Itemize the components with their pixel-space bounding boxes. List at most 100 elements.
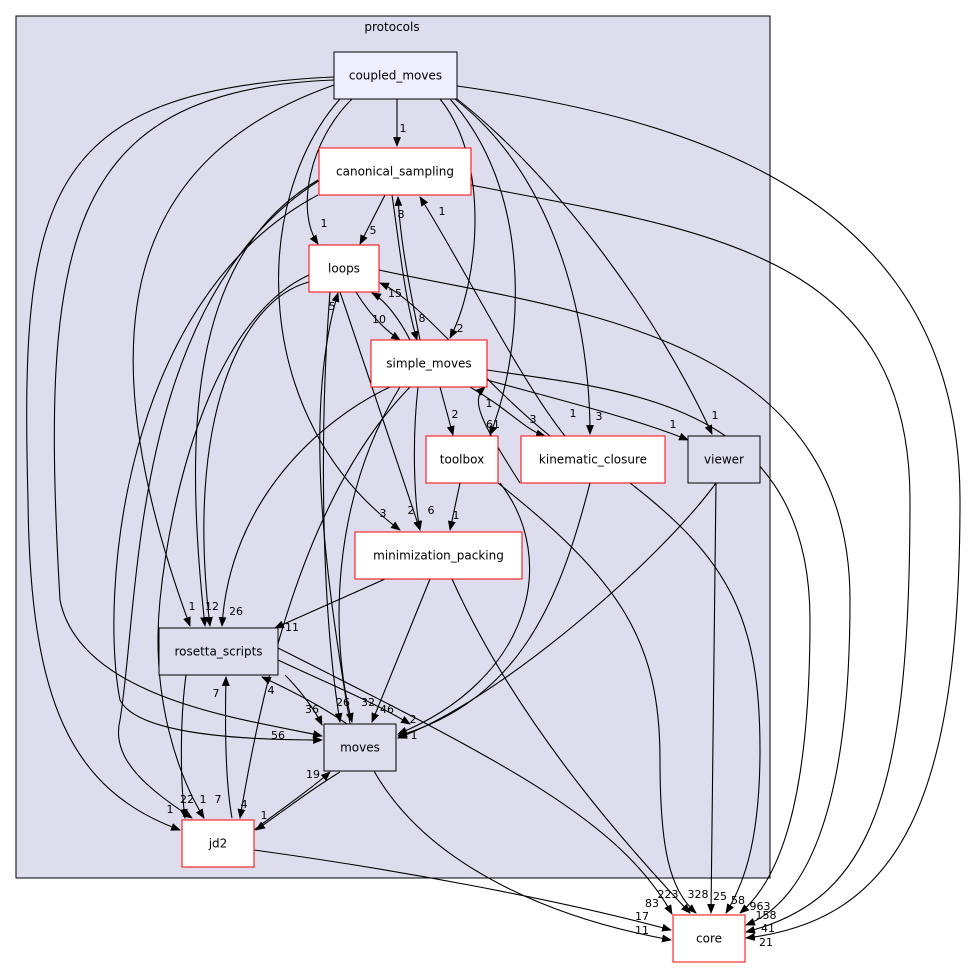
edge bbox=[53, 79, 335, 738]
edge-label[interactable]: 5 bbox=[370, 224, 377, 237]
edge bbox=[475, 386, 521, 484]
edge-label[interactable]: 83 bbox=[645, 897, 659, 910]
edge-label[interactable]: 58 bbox=[731, 894, 745, 907]
edge-label[interactable]: 4 bbox=[268, 684, 275, 697]
edge-label[interactable]: 2 bbox=[452, 408, 459, 421]
edge-label[interactable]: 1 bbox=[321, 217, 328, 230]
node-box[interactable] bbox=[308, 244, 380, 293]
edge-label[interactable]: 61 bbox=[486, 418, 500, 431]
edge-label[interactable]: 7 bbox=[213, 687, 220, 700]
edge bbox=[26, 76, 335, 831]
edge-label[interactable]: 11 bbox=[635, 924, 649, 937]
edge-label[interactable]: 1 bbox=[400, 122, 407, 135]
node-core[interactable]: core bbox=[672, 914, 746, 963]
edge-label[interactable]: 328 bbox=[688, 888, 709, 901]
node-label: viewer bbox=[704, 453, 744, 467]
edge-label[interactable]: 41 bbox=[761, 922, 775, 935]
edge-label[interactable]: 3 bbox=[530, 413, 537, 426]
edge-label[interactable]: 1 bbox=[486, 397, 493, 410]
edge-label[interactable]: 21 bbox=[759, 936, 773, 949]
edge-label[interactable]: 158 bbox=[756, 909, 777, 922]
edge bbox=[629, 482, 761, 914]
edge-label[interactable]: 6 bbox=[428, 504, 435, 517]
edge-label[interactable]: 26 bbox=[229, 605, 243, 618]
edge-label[interactable]: 32 bbox=[361, 696, 375, 709]
edge-label[interactable]: 10 bbox=[372, 313, 386, 326]
node-box[interactable] bbox=[672, 914, 746, 963]
edge-label[interactable]: 36 bbox=[305, 703, 319, 716]
node-label: kinematic_closure bbox=[539, 453, 647, 467]
edge-label[interactable]: 22 bbox=[180, 793, 194, 806]
node-box[interactable] bbox=[333, 51, 458, 100]
edge-label[interactable]: 1 bbox=[570, 407, 577, 420]
edge bbox=[707, 482, 717, 914]
edge-label[interactable]: 2 bbox=[457, 322, 464, 335]
edge-label[interactable]: 223 bbox=[658, 888, 679, 901]
edge-label[interactable]: 7 bbox=[215, 793, 222, 806]
edge-label[interactable]: 1 bbox=[261, 809, 268, 822]
node-label: coupled_moves bbox=[349, 69, 442, 83]
edge-label[interactable]: 1 bbox=[189, 600, 196, 613]
node-box[interactable] bbox=[370, 339, 488, 388]
edge-label[interactable]: 3 bbox=[380, 507, 387, 520]
edge-label[interactable]: 2 bbox=[410, 713, 417, 726]
edge-label[interactable]: 5 bbox=[329, 300, 336, 313]
edge-label[interactable]: 19 bbox=[306, 768, 320, 781]
edge-label[interactable]: 15 bbox=[388, 287, 402, 300]
node-simple-moves[interactable]: simple_moves bbox=[370, 339, 488, 388]
edge bbox=[237, 386, 411, 819]
node-canonical-sampling[interactable]: canonical_sampling bbox=[318, 147, 472, 196]
node-box[interactable] bbox=[354, 531, 523, 580]
edge-label[interactable]: 3 bbox=[596, 410, 603, 423]
edge-label[interactable]: 8 bbox=[398, 208, 405, 221]
node-label: minimization_packing bbox=[373, 549, 504, 563]
edge bbox=[322, 291, 343, 723]
node-loops[interactable]: loops bbox=[308, 244, 380, 293]
node-minimization-packing[interactable]: minimization_packing bbox=[354, 531, 523, 580]
node-box[interactable] bbox=[425, 435, 499, 484]
node-jd2[interactable]: jd2 bbox=[181, 819, 255, 868]
edge bbox=[454, 98, 594, 435]
edge bbox=[447, 482, 461, 531]
edge-label[interactable]: 2 bbox=[408, 504, 415, 517]
edge-label[interactable]: 1 bbox=[439, 205, 446, 218]
edge-label[interactable]: 4 bbox=[241, 798, 248, 811]
edge-label[interactable]: 1 bbox=[712, 409, 719, 422]
node-box[interactable] bbox=[318, 147, 472, 196]
edge bbox=[378, 269, 851, 926]
edge-label[interactable]: 11 bbox=[285, 621, 299, 634]
edge-label[interactable]: 12 bbox=[205, 600, 219, 613]
edge bbox=[397, 482, 717, 739]
edge-label[interactable]: 26 bbox=[336, 696, 350, 709]
node-coupled-moves[interactable]: coupled_moves bbox=[333, 51, 458, 100]
edge bbox=[113, 194, 323, 744]
node-label: core bbox=[696, 932, 722, 946]
edge-label[interactable]: 25 bbox=[713, 890, 727, 903]
node-rosetta-scripts[interactable]: rosetta_scripts bbox=[158, 627, 279, 676]
node-toolbox[interactable]: toolbox bbox=[425, 435, 499, 484]
edge-label[interactable]: 46 bbox=[380, 703, 394, 716]
node-box[interactable] bbox=[520, 435, 666, 484]
edge-label[interactable]: 56 bbox=[271, 729, 285, 742]
edge-label[interactable]: 963 bbox=[750, 900, 771, 913]
edge bbox=[419, 196, 566, 437]
node-box[interactable] bbox=[323, 723, 397, 772]
node-box[interactable] bbox=[687, 435, 761, 484]
edge bbox=[373, 770, 672, 943]
edge bbox=[486, 379, 689, 441]
edge-label[interactable]: 1 bbox=[167, 803, 174, 816]
edge-label[interactable]: 17 bbox=[635, 910, 649, 923]
edge-label[interactable]: 1 bbox=[453, 509, 460, 522]
node-box[interactable] bbox=[158, 627, 279, 676]
node-label: rosetta_scripts bbox=[174, 645, 262, 659]
node-box[interactable] bbox=[181, 819, 255, 868]
node-moves[interactable]: moves bbox=[323, 723, 397, 772]
edge-label[interactable]: 8 bbox=[419, 312, 426, 325]
cluster-label: protocols bbox=[364, 20, 419, 34]
node-viewer[interactable]: viewer bbox=[687, 435, 761, 484]
edge-label[interactable]: 1 bbox=[200, 793, 207, 806]
edge-label[interactable]: 1 bbox=[411, 729, 418, 742]
edge bbox=[486, 369, 811, 914]
node-kinematic-closure[interactable]: kinematic_closure bbox=[520, 435, 666, 484]
edge-label[interactable]: 1 bbox=[670, 418, 677, 431]
